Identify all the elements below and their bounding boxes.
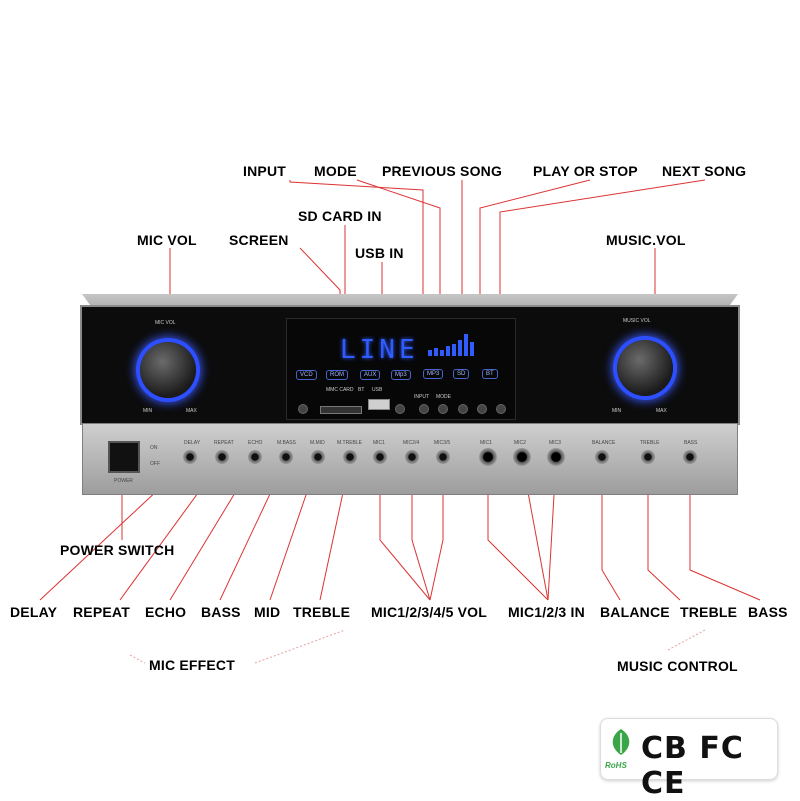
next-song-button[interactable] xyxy=(496,404,506,414)
label-play-or-stop: PLAY OR STOP xyxy=(533,163,638,179)
jack-label-mic2-4: MIC2/4 xyxy=(403,440,420,446)
mic-knob-max: MAX xyxy=(186,408,197,414)
previous-song-button[interactable] xyxy=(458,404,468,414)
mode-indicator-vcd: VCD xyxy=(296,370,317,380)
jack-label-delay: DELAY xyxy=(184,440,201,446)
jack-label-m-treble: M.TREBLE xyxy=(337,440,363,446)
mode-button-label: MODE xyxy=(436,394,451,400)
ir-sensor xyxy=(298,404,308,414)
certification-badge: RoHS CB FC CE xyxy=(600,718,778,801)
jack-label-repeat: REPEAT xyxy=(214,440,234,446)
label-repeat: REPEAT xyxy=(73,604,130,620)
jack-label-balance: BALANCE xyxy=(592,440,616,446)
card-label: MMC CARD xyxy=(326,387,354,393)
mic-vol-knob-label: MIC VOL xyxy=(155,320,176,326)
mic-knob-min: MIN xyxy=(143,408,153,414)
label-next-song: NEXT SONG xyxy=(662,163,747,179)
mode-box-sd: SD xyxy=(453,369,470,379)
mode-button[interactable] xyxy=(438,404,448,414)
equalizer-bars xyxy=(428,334,474,356)
label-sd-card-in: SD CARD IN xyxy=(298,208,382,224)
jack-label-mic-in-2: MIC2 xyxy=(514,440,526,446)
label-mic-in: MIC1/2/3 IN xyxy=(508,604,585,620)
label-echo: ECHO xyxy=(145,604,187,620)
usb-label: USB xyxy=(372,387,383,393)
label-music-control: MUSIC CONTROL xyxy=(617,658,738,674)
label-previous-song: PREVIOUS SONG xyxy=(382,163,503,179)
mic1-vol-knob[interactable] xyxy=(373,450,387,464)
bt-label: BT xyxy=(358,387,365,393)
label-delay: DELAY xyxy=(10,604,58,620)
mic2-input-jack[interactable] xyxy=(513,448,531,466)
label-bass-music: BASS xyxy=(748,604,788,620)
music-vol-knob[interactable] xyxy=(617,340,673,396)
on-label: ON xyxy=(150,445,158,451)
off-label: OFF xyxy=(150,461,160,467)
mode-indicator-mp3: Mp3 xyxy=(391,370,411,380)
play-stop-button[interactable] xyxy=(477,404,487,414)
label-balance: BALANCE xyxy=(600,604,670,620)
mic1-input-jack[interactable] xyxy=(479,448,497,466)
certification-marks: CB FC CE xyxy=(641,731,744,801)
label-mid: MID xyxy=(254,604,281,620)
label-treble-music: TREBLE xyxy=(680,604,738,620)
button-aux[interactable] xyxy=(395,404,405,414)
mode-box-mp3: MP3 xyxy=(423,369,444,379)
display-screen: LINE xyxy=(340,335,419,365)
music-knob-min: MIN xyxy=(612,408,622,414)
mode-indicator-aux: AUX xyxy=(360,370,381,380)
input-button[interactable] xyxy=(419,404,429,414)
delay-knob[interactable] xyxy=(183,450,197,464)
label-mic-vol: MIC VOL xyxy=(137,232,197,248)
jack-label-mic1: MIC1 xyxy=(373,440,385,446)
power-label: POWER xyxy=(114,478,133,484)
input-button-label: INPUT xyxy=(414,394,429,400)
label-usb-in: USB IN xyxy=(355,245,404,261)
music-knob-max: MAX xyxy=(656,408,667,414)
mic-mid-knob[interactable] xyxy=(311,450,325,464)
label-music-vol: MUSIC.VOL xyxy=(606,232,686,248)
jack-label-mic3-5: MIC3/5 xyxy=(434,440,451,446)
rohs-leaf-icon xyxy=(612,729,630,755)
mode-indicator-rom: ROM xyxy=(326,370,348,380)
jack-label-mic-in-3: MIC3 xyxy=(549,440,561,446)
mic3-input-jack[interactable] xyxy=(547,448,565,466)
jack-label-bass: BASS xyxy=(684,440,698,446)
jack-label-echo: ECHO xyxy=(248,440,263,446)
label-input: INPUT xyxy=(243,163,286,179)
music-treble-knob[interactable] xyxy=(641,450,655,464)
mode-box-bt: BT xyxy=(482,369,498,379)
rohs-label: RoHS xyxy=(605,761,627,770)
mic2-4-vol-knob[interactable] xyxy=(405,450,419,464)
label-bass: BASS xyxy=(201,604,241,620)
jack-label-treble: TREBLE xyxy=(640,440,660,446)
mic3-5-vol-knob[interactable] xyxy=(436,450,450,464)
echo-knob[interactable] xyxy=(248,450,262,464)
jack-label-mic-in-1: MIC1 xyxy=(480,440,492,446)
usb-port[interactable] xyxy=(368,399,390,410)
label-mode: MODE xyxy=(314,163,357,179)
music-bass-knob[interactable] xyxy=(683,450,697,464)
mic-vol-knob[interactable] xyxy=(140,342,196,398)
label-mic-vols: MIC1/2/3/4/5 VOL xyxy=(371,604,488,620)
mic-bass-knob[interactable] xyxy=(279,450,293,464)
label-treble: TREBLE xyxy=(293,604,351,620)
jack-label-m-bass: M.BASS xyxy=(277,440,296,446)
balance-knob[interactable] xyxy=(595,450,609,464)
label-mic-effect: MIC EFFECT xyxy=(149,657,235,673)
display-panel xyxy=(286,318,516,420)
label-power-switch: POWER SWITCH xyxy=(60,542,175,558)
jack-label-m-mid: M.MID xyxy=(310,440,325,446)
mic-treble-knob[interactable] xyxy=(343,450,357,464)
sd-card-slot[interactable] xyxy=(320,406,362,414)
music-vol-knob-label: MUSIC VOL xyxy=(623,318,651,324)
power-switch[interactable] xyxy=(108,441,140,473)
label-screen: SCREEN xyxy=(229,232,289,248)
repeat-knob[interactable] xyxy=(215,450,229,464)
